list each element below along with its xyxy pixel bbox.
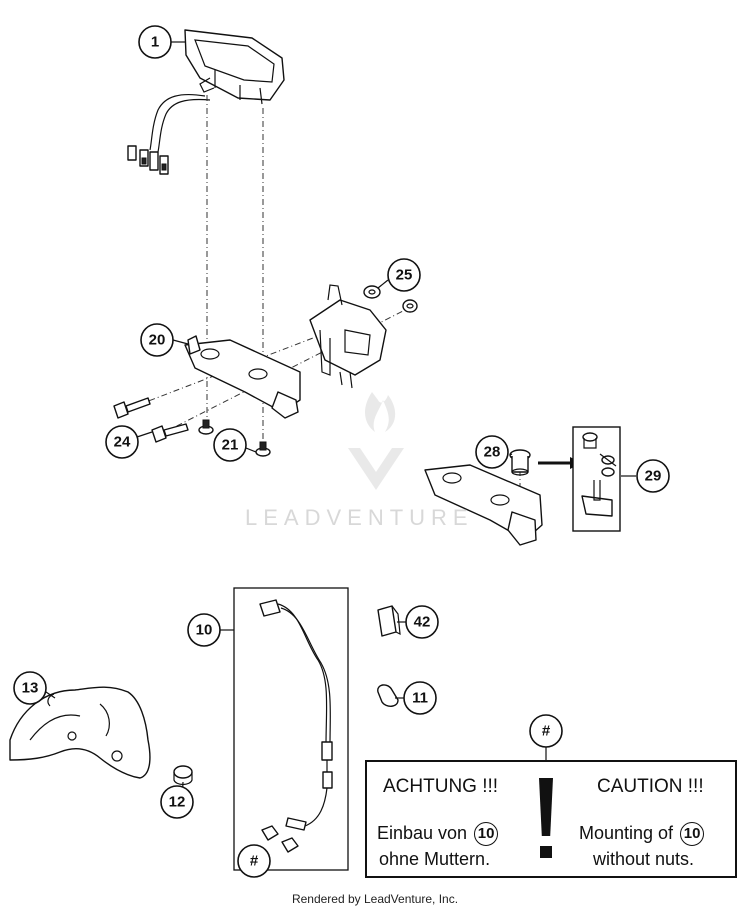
callout-12: 12 [160,785,194,819]
callout-1: 1 [138,25,172,59]
part-1-instrument-cluster [127,29,285,175]
part-21-washers [198,419,271,457]
part-12-spacer [173,765,193,786]
notice-line-de-2: ohne Muttern. [379,849,491,869]
alignment-lines [124,95,521,520]
callout-24: 24 [105,425,139,459]
callout-13: 13 [13,671,47,705]
svg-text:10: 10 [196,622,213,639]
part-13-disc-guard [9,686,151,779]
callout-20: 20 [140,323,174,357]
part-24-bolts [113,397,189,443]
callout-11: 11 [403,681,437,715]
svg-text:11: 11 [412,690,428,707]
notice-ref-10-de: 10 [474,822,499,847]
svg-text:24: 24 [114,434,131,451]
svg-text:#: # [542,723,551,740]
svg-text:21: 21 [222,437,239,454]
callout-25: 25 [387,258,421,292]
callout-hash-cable-nuts: # [237,844,271,878]
watermark-text: LEADVENTURE [245,505,474,530]
caution-notice: ACHTUNG !!! CAUTION !!! Einbau von 10 oh… [365,760,737,878]
notice-title-en: CAUTION !!! [597,776,704,797]
callout-10: 10 [187,613,221,647]
callout-29: 29 [636,459,670,493]
svg-text:1: 1 [151,34,159,51]
flame-v-logo-icon [348,392,404,490]
notice-ref-10-en: 10 [680,822,705,847]
callout-42: 42 [405,605,439,639]
callout-hash-notice: # [529,714,563,748]
callout-28: 28 [475,435,509,469]
callout-21: 21 [213,428,247,462]
svg-text:20: 20 [149,332,166,349]
part-11-cable-clip [377,684,399,707]
part-29-detail-box [572,426,621,532]
notice-line-en-2: without nuts. [593,849,695,869]
exclamation-icon [539,778,553,862]
svg-text:28: 28 [484,444,501,461]
part-10-sensor-cable [233,587,349,871]
part-20-bracket [184,284,387,419]
svg-text:12: 12 [169,794,186,811]
part-25-nuts [363,285,418,313]
notice-line-en-1: Mounting of 10 [579,822,706,847]
svg-text:13: 13 [22,680,39,697]
svg-text:25: 25 [396,267,413,284]
notice-line-de-1: Einbau von 10 [377,822,500,847]
part-42-clip [377,605,401,637]
svg-text:29: 29 [645,468,662,485]
svg-text:#: # [250,853,259,870]
part-28-bushing-assembly [424,449,543,546]
svg-text:42: 42 [414,614,431,631]
notice-title-de: ACHTUNG !!! [383,776,499,797]
footer-credit: Rendered by LeadVenture, Inc. [291,892,459,906]
